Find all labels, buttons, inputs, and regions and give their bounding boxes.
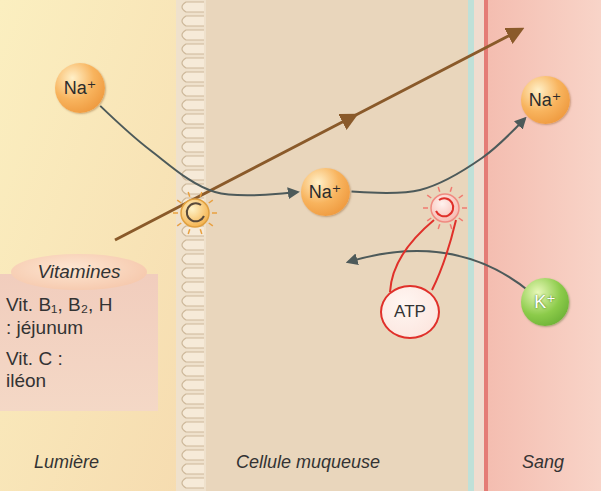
microvillus <box>182 100 204 110</box>
ray <box>438 224 440 229</box>
microvillus <box>182 156 204 166</box>
ray <box>177 200 181 203</box>
ray <box>450 224 452 229</box>
atp-link <box>390 220 434 292</box>
microvillus <box>182 464 204 474</box>
brush-border-band <box>176 0 206 491</box>
microvillus <box>182 58 204 68</box>
ion-potassium: K⁺ <box>521 278 569 326</box>
potassium-arrow <box>348 251 530 292</box>
node-label: Na⁺ <box>529 89 562 111</box>
microvillus <box>182 72 204 82</box>
node-label: K⁺ <box>534 291 556 313</box>
microvilli <box>182 2 204 488</box>
ray <box>188 229 190 234</box>
microvillus <box>182 268 204 278</box>
ray <box>450 187 452 192</box>
cotransporter-rays <box>173 192 217 234</box>
microvillus <box>182 352 204 362</box>
microvillus <box>182 478 204 488</box>
basolateral-membrane <box>468 0 474 491</box>
atp-balloon: ATP <box>380 285 440 339</box>
microvillus <box>182 240 204 250</box>
zone-label: Cellule muqueuse <box>236 452 380 473</box>
node-label: Na⁺ <box>309 181 342 203</box>
microvillus <box>182 422 204 432</box>
node-label: Na⁺ <box>64 77 97 99</box>
microvillus <box>182 338 204 348</box>
ray <box>459 218 463 221</box>
pump-symbol <box>431 194 459 222</box>
ion-sodium: Na⁺ <box>521 76 570 124</box>
ray <box>462 207 467 209</box>
ray <box>173 212 178 214</box>
microvillus <box>182 44 204 54</box>
ray <box>212 212 217 214</box>
node-label: ATP <box>394 302 426 322</box>
microvillus <box>182 394 204 404</box>
panel-heading: Vitamines <box>11 254 146 290</box>
vessel-wall <box>484 0 488 491</box>
ion-flow-arrow <box>351 118 524 192</box>
lumen-zone <box>0 0 182 491</box>
microvillus <box>182 86 204 96</box>
cotransporter-symbol <box>181 199 209 227</box>
microvillus <box>182 114 204 124</box>
microvillus <box>182 380 204 390</box>
ray <box>188 192 190 197</box>
pump-rotation <box>436 198 453 216</box>
microvillus <box>182 142 204 152</box>
microvillus <box>182 128 204 138</box>
panel-text: Vit. B₁, B₂, H : jéjunum <box>6 294 116 340</box>
microvillus <box>182 436 204 446</box>
zone-label: Lumière <box>34 452 99 473</box>
blood-zone <box>486 0 601 491</box>
microvillus <box>182 30 204 40</box>
cell-zone <box>182 0 474 491</box>
intercellular-gap <box>474 0 484 491</box>
microvillus <box>182 16 204 26</box>
pump-rays <box>423 187 467 229</box>
microvillus <box>182 310 204 320</box>
zone-label: Sang <box>522 452 564 473</box>
cotransporter-rotation <box>187 203 204 221</box>
ion-sodium: Na⁺ <box>55 63 105 113</box>
microvillus <box>182 324 204 334</box>
vitamin-arrow <box>115 31 518 240</box>
ion-sodium: Na⁺ <box>301 168 350 216</box>
ray <box>209 223 213 226</box>
ray <box>423 207 428 209</box>
ray <box>177 223 181 226</box>
ray <box>200 192 202 197</box>
ray <box>427 218 431 221</box>
ray <box>459 195 463 198</box>
ray <box>438 187 440 192</box>
microvillus <box>182 254 204 264</box>
microvillus <box>182 296 204 306</box>
ray <box>209 200 213 203</box>
vitamin-panel: VitaminesVit. B₁, B₂, H : jéjunumVit. C … <box>0 254 158 411</box>
atp-link <box>432 220 456 290</box>
ray <box>200 229 202 234</box>
panel-text: Vit. C : iléon <box>6 348 96 394</box>
microvillus <box>182 282 204 292</box>
ion-flow-arrow <box>100 106 297 195</box>
microvillus <box>182 408 204 418</box>
microvillus <box>182 170 204 180</box>
microvillus <box>182 450 204 460</box>
ray <box>427 195 431 198</box>
microvillus <box>182 366 204 376</box>
microvillus <box>182 2 204 12</box>
